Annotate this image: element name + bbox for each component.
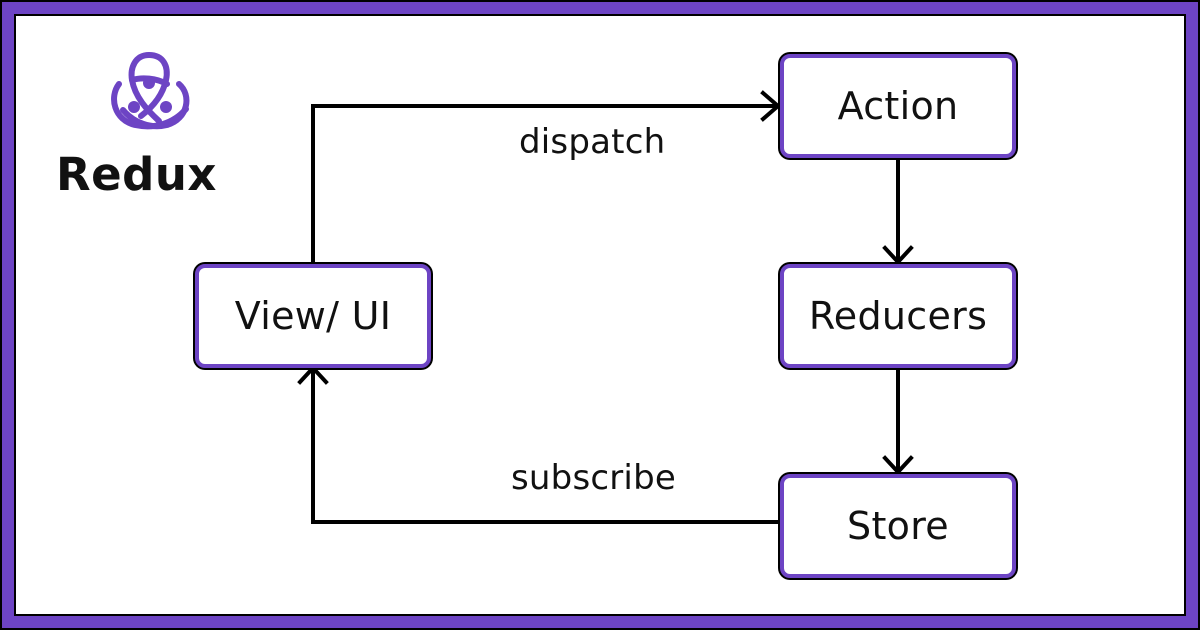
action-label: Action: [837, 84, 959, 128]
redux-logo: [96, 49, 204, 133]
store-label: Store: [847, 504, 949, 548]
store-to-view-arrow: [311, 366, 780, 524]
reducers-label: Reducers: [808, 294, 988, 338]
action-to-reducers-arrowhead: [882, 245, 914, 265]
brand-name: Redux: [56, 148, 217, 201]
dispatch-label: dispatch: [519, 122, 666, 162]
store-to-view-arrowhead: [297, 365, 329, 385]
view-ui-label: View/ UI: [234, 294, 392, 338]
view-to-action-arrowhead: [760, 90, 782, 122]
subscribe-label: subscribe: [511, 458, 676, 498]
reducers-node: Reducers: [780, 264, 1016, 368]
reducers-to-store-arrowhead: [882, 455, 914, 475]
store-node: Store: [780, 474, 1016, 578]
action-node: Action: [780, 54, 1016, 158]
redux-logo-icon: [111, 52, 190, 130]
view-ui-node: View/ UI: [195, 264, 431, 368]
